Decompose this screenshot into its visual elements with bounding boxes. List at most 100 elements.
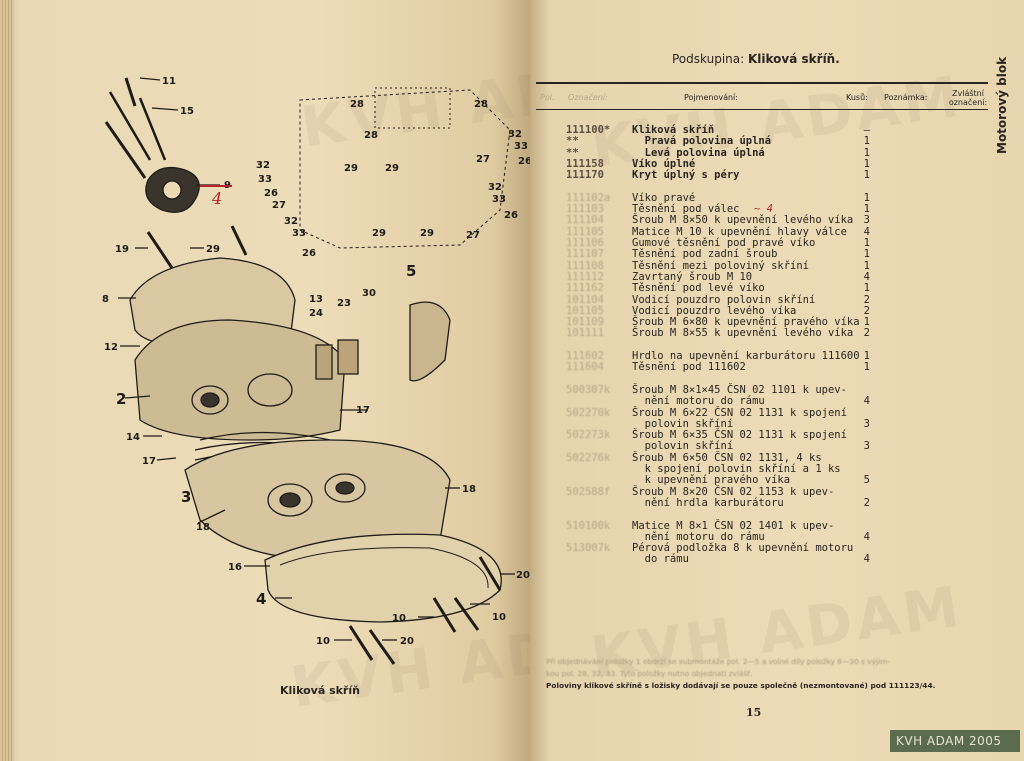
part-label-28: 28 (364, 130, 378, 141)
part-name: Pérová podložka 8 k upevnění motoru (632, 542, 854, 555)
part-label-29: 29 (344, 163, 358, 174)
part-label-23: 23 (337, 298, 351, 309)
part-label-28: 28 (350, 99, 364, 110)
section-side-title: Motorový blok (995, 56, 1009, 154)
part-label-27: 27 (476, 154, 490, 165)
part-code: 111106 (566, 237, 604, 249)
part-quantity: 1 (863, 191, 870, 204)
part-name: Těsnění pod válec (632, 203, 740, 216)
part-label-33: 33 (292, 228, 306, 239)
part-label-17: 17 (356, 405, 370, 416)
part-name: Šroub M 8×55 k upevnění levého víka (632, 327, 854, 340)
part-label-3: 3 (181, 488, 191, 506)
part-label-30: 30 (362, 288, 376, 299)
col-header-name: Pojmenování: (684, 93, 738, 102)
part-code: 101104 (566, 293, 604, 306)
part-quantity: 1 (863, 157, 870, 170)
part-code: 111602 (566, 350, 604, 362)
part-name: Hrdlo na upevnění karburátoru 111600 (632, 350, 860, 362)
part-code: 502270k (566, 406, 611, 419)
table-row: polovin skříní 3 (536, 441, 976, 453)
part-name: polovin skříní (632, 440, 734, 453)
part-name: Matice M 8×1 ČSN 02 1401 k upev- (632, 519, 835, 532)
part-label-29: 29 (372, 228, 386, 239)
part-label-32: 32 (488, 182, 502, 193)
part-code: 111100* (566, 124, 611, 136)
part-code: 101111 (566, 327, 604, 340)
part-label-11: 11 (162, 76, 176, 87)
part-label-2: 2 (116, 390, 126, 408)
part-name: Šroub M 6×50 ČSN 02 1131, 4 ks (632, 451, 822, 464)
table-row: ** Levá polovina úplná 1 (536, 146, 976, 160)
part-code: 111105 (566, 225, 604, 238)
part-label-32: 32 (508, 129, 522, 140)
svg-text:4: 4 (211, 189, 222, 208)
table-row: 513007k Pérová podložka 8 k upevnění moto… (536, 543, 976, 555)
col-header-qty: Kusů: (846, 93, 868, 102)
part-code: 500307k (566, 383, 611, 396)
part-name: Gumové těsnění pod pravé víko (632, 237, 816, 249)
part-code: 111107 (566, 248, 604, 261)
table-row: k spojení polovin skříní a 1 ks (536, 464, 976, 476)
table-row: 111100*Kliková skříň— (536, 125, 976, 137)
part-name: Víko úplné (632, 157, 696, 170)
part-code: 502273k (566, 429, 611, 442)
part-code: ** (566, 146, 579, 159)
table-row: nění motoru do rámu 4 (536, 530, 976, 544)
page-number: 15 (746, 706, 762, 719)
left-page: KVH ADAM KVH ADAM (0, 0, 530, 761)
table-row: 502273k Šroub M 6×35 ČSN 02 1131 k spojen… (536, 430, 976, 442)
part-quantity: 3 (863, 440, 870, 453)
part-name: nění motoru do rámu (632, 530, 765, 543)
part-label-10: 10 (492, 612, 506, 623)
part-name: Matice M 10 k upevnění hlavy válce (632, 225, 847, 238)
part-code: 111170 (566, 169, 604, 182)
part-name: Šroub M 8×1×45 ČSN 02 1101 k upev- (632, 383, 847, 396)
part-code: 111103 (566, 203, 604, 216)
page-edges (0, 0, 14, 761)
part-label-27: 27 (466, 230, 480, 241)
part-code: 510100k (566, 519, 611, 532)
part-label-33: 33 (258, 174, 272, 185)
part-code: 111108 (566, 259, 604, 272)
part-name: Šroub M 6×35 ČSN 02 1131 k spojení (632, 429, 847, 442)
part-label-29: 29 (420, 228, 434, 239)
table-row: 111602 Hrdlo na upevnění karburátoru 1116… (536, 351, 976, 363)
part-code: 513007k (566, 542, 611, 555)
table-row: 510100k Matice M 8×1 ČSN 02 1401 k upev- (536, 519, 976, 533)
header-rule-bottom (536, 109, 988, 110)
handwritten-note: ~ 4 (754, 203, 773, 216)
part-quantity: 4 (863, 530, 870, 543)
part-name: nění motoru do rámu (632, 395, 765, 408)
part-quantity: 1 (863, 135, 870, 148)
part-label-16: 16 (228, 562, 242, 573)
part-name: polovin skříní (632, 417, 734, 430)
part-label-19: 19 (115, 244, 129, 255)
part-label-10: 10 (392, 613, 406, 624)
figure-caption: Kliková skříň (280, 684, 360, 697)
part-label-18: 18 (196, 522, 210, 533)
part-code: 111158 (566, 157, 604, 170)
part-quantity: 4 (863, 553, 870, 566)
part-code: 502588f (566, 485, 611, 498)
part-label-32: 32 (256, 160, 270, 171)
part-quantity: 3 (863, 214, 870, 227)
part-label-28: 28 (474, 99, 488, 110)
part-name: Levá polovina úplná (632, 146, 765, 159)
part-name: Těsnění mezi poloviný skříní (632, 259, 810, 272)
part-quantity: 1 (863, 146, 870, 159)
part-name: Těsnění pod levé víko (632, 282, 765, 295)
part-code: 111162 (566, 282, 604, 295)
